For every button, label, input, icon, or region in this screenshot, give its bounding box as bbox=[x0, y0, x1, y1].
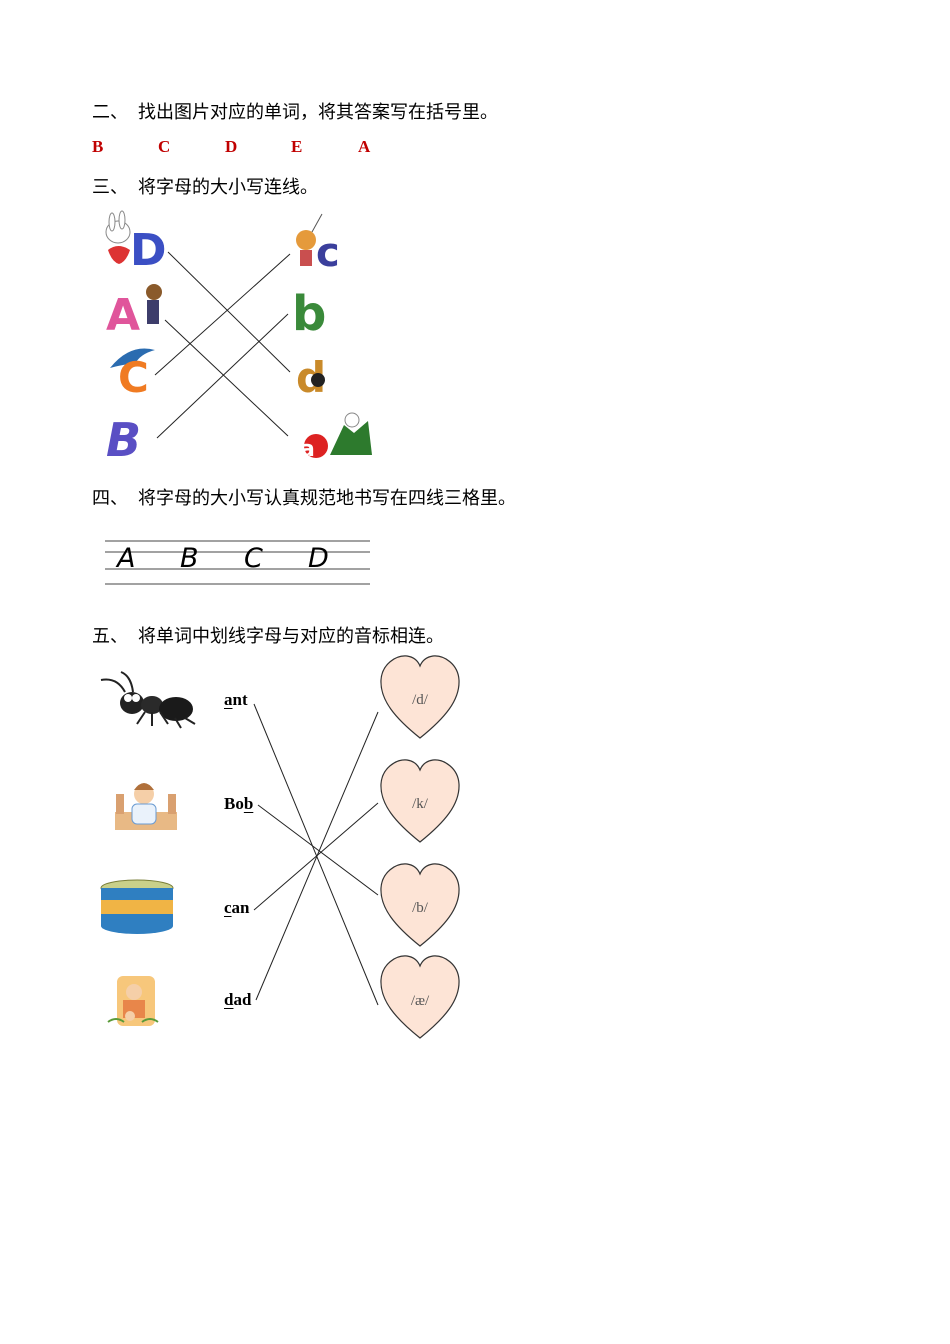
word-dad: dad bbox=[224, 990, 252, 1009]
handwritten-letter-C: C bbox=[244, 543, 263, 574]
heart-4 bbox=[380, 955, 460, 1039]
letter-C-dolphin-image: C bbox=[110, 348, 155, 402]
left-letter-2: A bbox=[106, 290, 140, 341]
section4-number: 四、 bbox=[92, 488, 128, 509]
handwritten-letter-A: A bbox=[117, 543, 136, 574]
heart-2 bbox=[380, 759, 460, 843]
left-letter-4: B bbox=[106, 413, 141, 467]
heart-3 bbox=[380, 863, 460, 947]
section4-heading: 四、将字母的大小写认真规范地书写在四线三格里。 bbox=[92, 484, 516, 510]
letter-D-rabbit-image: D bbox=[105, 210, 167, 276]
phonetic-1: /d/ bbox=[412, 692, 429, 708]
word-ant: ant bbox=[224, 690, 248, 709]
letter-B-image: B bbox=[106, 413, 141, 467]
section3-text: 将字母的大小写连线。 bbox=[138, 177, 318, 198]
letter-A-dog-image: A bbox=[106, 284, 162, 341]
section5-number: 五、 bbox=[92, 626, 128, 647]
handwritten-letter-B: B bbox=[180, 543, 199, 574]
section3-match-lines bbox=[154, 251, 291, 439]
section3-number: 三、 bbox=[92, 177, 128, 198]
answer-5: A bbox=[358, 137, 371, 156]
dad-child-image bbox=[107, 976, 159, 1026]
answer-3: D bbox=[225, 137, 238, 156]
word-can: can bbox=[224, 898, 250, 917]
right-letter-1: c bbox=[316, 230, 340, 276]
section5-heading: 五、将单词中划线字母与对应的音标相连。 bbox=[92, 622, 444, 648]
answer-2: C bbox=[158, 137, 171, 156]
section2-number: 二、 bbox=[92, 102, 128, 123]
phonetic-3: /b/ bbox=[412, 900, 429, 916]
letter-c-cat-image: c bbox=[296, 213, 340, 276]
section2-text: 找出图片对应的单词，将其答案写在括号里。 bbox=[138, 102, 498, 123]
answer-1: B bbox=[92, 137, 104, 156]
word-bob: Bob bbox=[224, 794, 254, 813]
section2-heading: 二、找出图片对应的单词，将其答案写在括号里。 bbox=[92, 98, 498, 124]
section5-text: 将单词中划线字母与对应的音标相连。 bbox=[138, 626, 444, 647]
hearts bbox=[380, 655, 460, 1039]
phonetic-4: /æ/ bbox=[411, 993, 430, 1009]
ant-image bbox=[100, 671, 196, 729]
left-letter-1: D bbox=[130, 225, 167, 276]
phonetic-2: /k/ bbox=[412, 796, 429, 812]
left-letter-3: C bbox=[118, 353, 149, 402]
tin-can-image bbox=[100, 879, 174, 934]
handwritten-letter-D: D bbox=[308, 543, 329, 574]
letter-b-leaf-image: b bbox=[292, 286, 326, 342]
boy-bob-image bbox=[115, 778, 177, 830]
heart-1 bbox=[380, 655, 460, 739]
right-letter-4: a bbox=[300, 437, 315, 462]
four-line-grid bbox=[105, 540, 370, 585]
section3-heading: 三、将字母的大小写连线。 bbox=[92, 173, 318, 199]
answer-4: E bbox=[291, 137, 303, 156]
letter-d-trumpet-image: d bbox=[296, 353, 326, 402]
section5-match-lines bbox=[253, 703, 379, 1006]
right-letter-2: b bbox=[292, 286, 326, 342]
section4-text: 将字母的大小写认真规范地书写在四线三格里。 bbox=[138, 488, 516, 509]
letter-a-rabbit-image: a bbox=[300, 412, 372, 462]
